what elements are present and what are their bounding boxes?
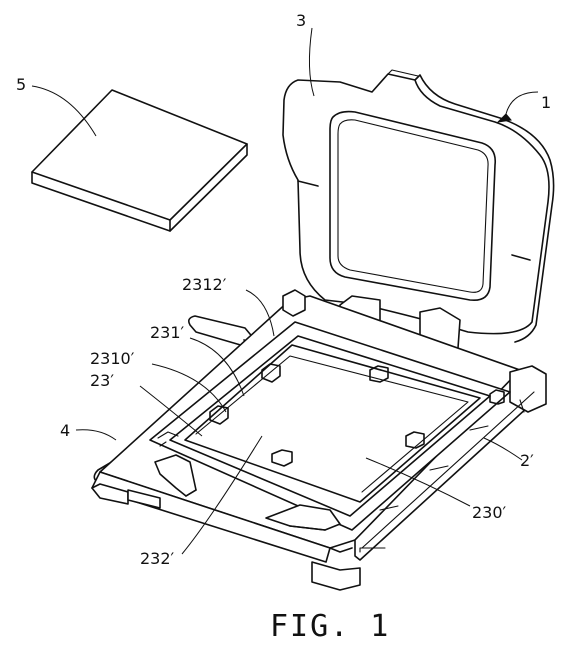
label-4: 4 — [60, 421, 70, 440]
label-231: 231′ — [150, 323, 185, 342]
label-232: 232′ — [140, 549, 175, 568]
label-2: 2′ — [520, 451, 534, 470]
body-2 — [91, 289, 547, 591]
label-23: 23′ — [90, 371, 114, 390]
label-2312: 2312′ — [182, 275, 227, 294]
label-5: 5 — [16, 75, 26, 94]
leader-lines — [31, 27, 539, 555]
plate-5 — [31, 89, 248, 232]
label-1: 1 — [541, 93, 551, 112]
reference-labels: 5 3 1 2312′ 231′ 2310′ 23′ 4 2′ 230′ 232… — [16, 11, 551, 568]
lid-3 — [282, 69, 555, 343]
label-2310: 2310′ — [90, 349, 135, 368]
label-3: 3 — [296, 11, 306, 30]
label-230: 230′ — [472, 503, 507, 522]
figure-caption: FIG. 1 — [270, 609, 390, 644]
